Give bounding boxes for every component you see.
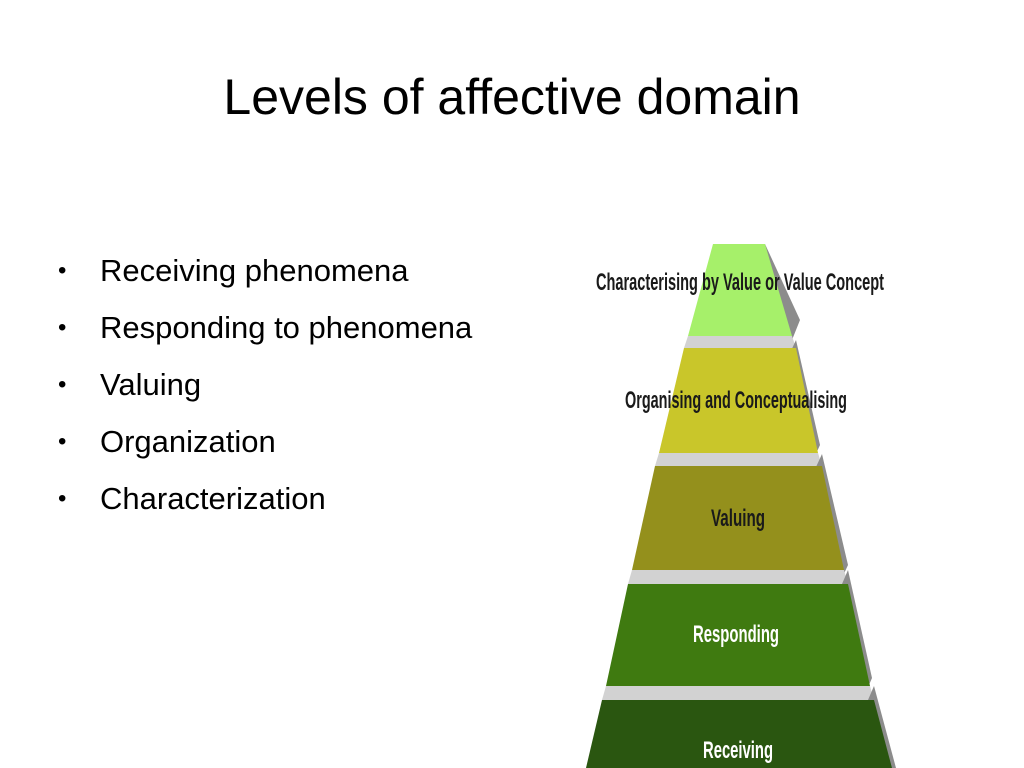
pyramid-separator [602,686,874,700]
list-item: • Responding to phenomena [58,299,472,356]
pyramid-tier-label: Receiving [703,737,773,764]
pyramid-tier-top [688,244,792,336]
pyramid-tier-label: Responding [693,621,779,648]
bullet-text: Organization [100,423,276,459]
pyramid-diagram: Characterising by Value or Value Concept… [570,240,914,768]
pyramid-tier-responding [606,584,870,686]
bullet-text: Characterization [100,480,326,516]
slide-title: Levels of affective domain [223,69,801,125]
pyramid-tier-label: Valuing [711,505,765,532]
pyramid-tier-label: Characterising by Value or Value Concept [596,269,884,296]
pyramid-tier-organising [659,348,818,453]
bullet-icon: • [58,427,67,455]
bullet-list: • Receiving phenomena • Responding to ph… [58,242,472,527]
pyramid-tier-label: Organising and Conceptualising [625,387,847,414]
pyramid-separator [684,336,796,348]
list-item: • Receiving phenomena [58,242,472,299]
bullet-text: Responding to phenomena [100,309,473,345]
pyramid-separator [628,570,848,584]
bullet-icon: • [58,370,67,398]
bullet-icon: • [58,313,67,341]
list-item: • Organization [58,413,472,470]
pyramid-tier-receiving [586,700,892,768]
list-item: • Valuing [58,356,472,413]
list-item: • Characterization [58,470,472,527]
pyramid-tier-valuing [632,466,844,570]
bullet-icon: • [58,256,67,284]
pyramid-separator [655,453,822,466]
bullet-icon: • [58,484,67,512]
bullet-text: Receiving phenomena [100,252,409,288]
bullet-text: Valuing [100,366,202,402]
